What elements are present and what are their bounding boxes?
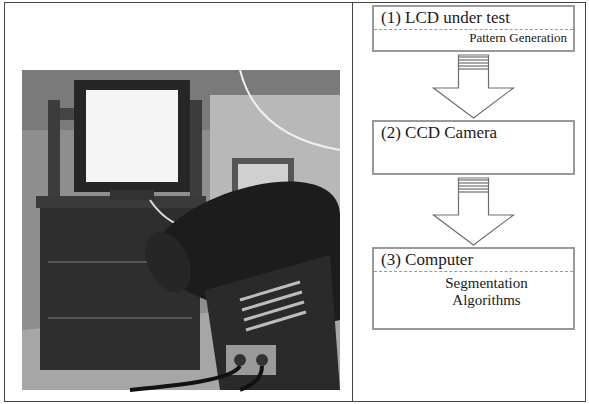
box-title: (1) LCD under test xyxy=(374,7,573,29)
box-title: (3) Computer xyxy=(374,249,573,271)
vent xyxy=(244,302,304,320)
monitor-frame xyxy=(74,80,190,192)
box-title: (2) CCD Camera xyxy=(374,122,573,144)
drawer-line xyxy=(48,317,192,319)
stand-arm xyxy=(190,100,202,196)
arrow-stripe xyxy=(459,182,489,183)
arrow-outline xyxy=(434,55,514,118)
connector xyxy=(256,354,268,366)
arrow-stripe xyxy=(459,59,489,60)
table-border xyxy=(5,3,586,402)
lens-front xyxy=(136,225,199,300)
arrow-stripe xyxy=(459,65,489,66)
arrow-stripe xyxy=(459,185,489,186)
camera-vents xyxy=(240,282,306,330)
photo xyxy=(22,70,340,390)
vent xyxy=(242,292,302,310)
arrow-stripe xyxy=(459,179,489,180)
process-box: (2) CCD Camera xyxy=(372,120,575,175)
connector xyxy=(234,354,246,366)
box-subtitle: Segmentation Algorithms xyxy=(374,271,573,314)
stand-arm xyxy=(48,100,60,196)
process-box: (3) ComputerSegmentation Algorithms xyxy=(372,247,575,330)
cable xyxy=(240,70,340,150)
monitor-screen xyxy=(86,90,178,182)
arrow-outline xyxy=(434,178,514,245)
wall xyxy=(22,70,340,390)
arrow-stripe xyxy=(459,56,489,57)
arrow-stripe xyxy=(459,62,489,63)
block-arrow xyxy=(434,55,514,118)
vent xyxy=(240,282,300,300)
arrow-stripe xyxy=(459,191,489,192)
block-arrow xyxy=(434,178,514,245)
table-divider xyxy=(352,3,353,402)
box-subtitle: Pattern Generation xyxy=(374,29,573,48)
cable xyxy=(130,366,240,390)
arrow-stripe xyxy=(459,68,489,69)
monitor-base xyxy=(110,190,154,200)
cable xyxy=(240,366,262,390)
camera-body xyxy=(205,255,340,390)
process-box: (1) LCD under testPattern Generation xyxy=(372,5,575,52)
vent xyxy=(246,312,306,330)
arrow-stripe xyxy=(459,188,489,189)
